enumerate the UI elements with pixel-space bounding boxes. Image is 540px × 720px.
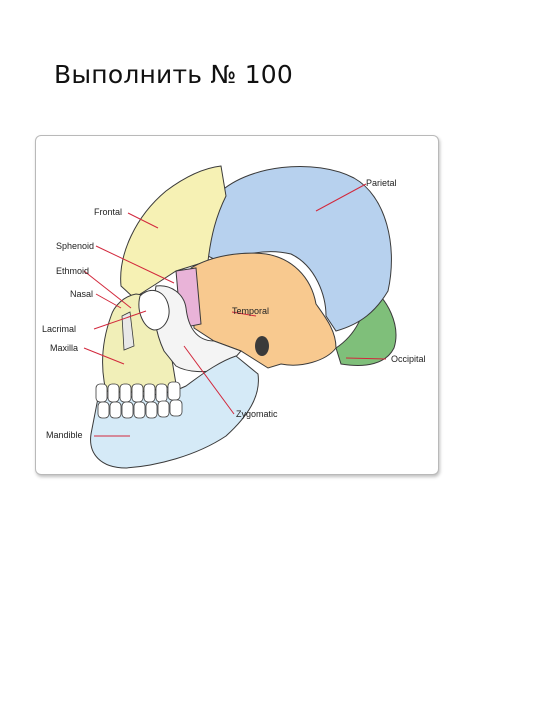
skull-diagram-frame: Frontal Sphenoid Ethmoid Nasal Lacrimal …	[35, 135, 439, 475]
frontal-bone	[120, 165, 227, 299]
orbit	[138, 289, 170, 331]
label-nasal: Nasal	[70, 289, 93, 299]
label-mandible: Mandible	[46, 430, 83, 440]
label-occipital: Occipital	[391, 354, 426, 364]
leader-lines	[83, 183, 387, 437]
skull-diagram: Frontal Sphenoid Ethmoid Nasal Lacrimal …	[42, 165, 426, 469]
label-zygomatic: Zygomatic	[236, 409, 278, 419]
label-temporal: Temporal	[232, 306, 269, 316]
label-lacrimal: Lacrimal	[42, 324, 76, 334]
page-title: Выполнить № 100	[54, 60, 294, 89]
teeth	[95, 381, 183, 419]
nasal-cavity	[121, 311, 135, 351]
temporal-bone	[190, 252, 337, 369]
label-frontal: Frontal	[94, 207, 122, 217]
label-maxilla: Maxilla	[50, 343, 78, 353]
ear-canal	[255, 336, 269, 356]
label-sphenoid: Sphenoid	[56, 241, 94, 251]
occipital-bone	[335, 285, 397, 366]
label-ethmoid: Ethmoid	[56, 266, 89, 276]
label-parietal: Parietal	[366, 178, 397, 188]
